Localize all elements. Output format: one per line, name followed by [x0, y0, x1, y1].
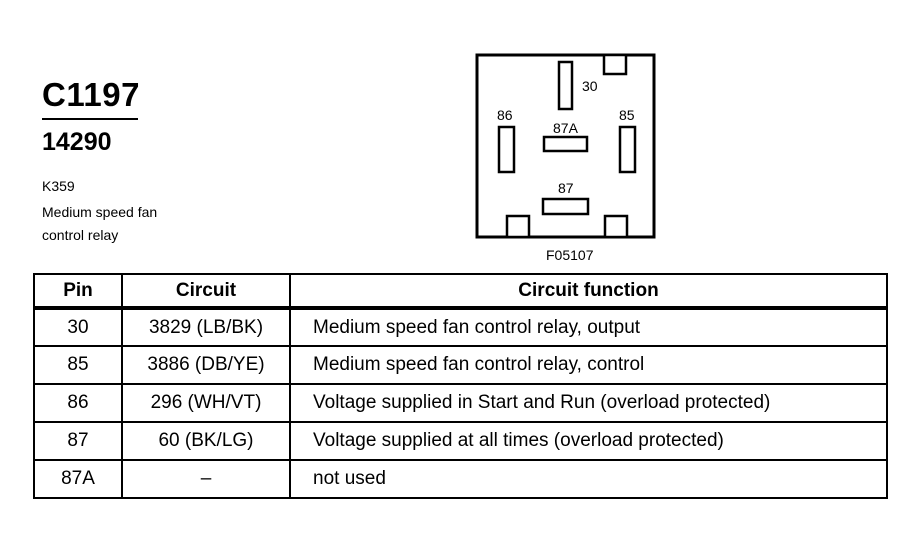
- cell-circuit: 296 (WH/VT): [121, 383, 291, 423]
- figure-reference: F05107: [546, 247, 594, 263]
- cell-function: Medium speed fan control relay, control: [289, 345, 888, 385]
- table-row: 85 3886 (DB/YE) Medium speed fan control…: [33, 345, 888, 385]
- connector-housing: [475, 53, 656, 239]
- header-circuit-function: Circuit function: [289, 273, 888, 310]
- table-header-row: Pin Circuit Circuit function: [33, 273, 888, 310]
- pin-label-87: 87: [558, 180, 574, 196]
- pin-label-87a: 87A: [553, 120, 579, 136]
- table-row: 87 60 (BK/LG) Voltage supplied at all ti…: [33, 421, 888, 461]
- connector-face-diagram: 30 86 87A 85 87: [475, 53, 656, 239]
- cell-circuit: 3829 (LB/BK): [121, 307, 291, 347]
- cell-circuit: 3886 (DB/YE): [121, 345, 291, 385]
- cell-function: Voltage supplied in Start and Run (overl…: [289, 383, 888, 423]
- table-row: 86 296 (WH/VT) Voltage supplied in Start…: [33, 383, 888, 423]
- header-pin: Pin: [33, 273, 123, 310]
- pin-label-86: 86: [497, 107, 513, 123]
- component-code: K359: [42, 178, 75, 194]
- terminal-87a: [542, 135, 589, 153]
- cell-pin: 86: [33, 383, 123, 423]
- cell-circuit: 60 (BK/LG): [121, 421, 291, 461]
- cell-function: not used: [289, 459, 888, 499]
- terminal-30: [557, 60, 574, 111]
- cell-pin: 85: [33, 345, 123, 385]
- cell-pin: 30: [33, 307, 123, 347]
- table-row: 30 3829 (LB/BK) Medium speed fan control…: [33, 307, 888, 347]
- header-circuit: Circuit: [121, 273, 291, 310]
- pinout-table: Pin Circuit Circuit function 30 3829 (LB…: [33, 273, 888, 499]
- connector-id: C1197: [42, 76, 140, 113]
- cell-function: Voltage supplied at all times (overload …: [289, 421, 888, 461]
- housing-notch-bottom-left: [505, 214, 531, 239]
- component-description: Medium speed fan control relay: [42, 204, 158, 243]
- pin-label-85: 85: [619, 107, 635, 123]
- housing-notch-top-right: [602, 53, 628, 76]
- table-row: 87A – not used: [33, 459, 888, 499]
- housing-notch-bottom-right: [603, 214, 629, 239]
- cell-pin: 87A: [33, 459, 123, 499]
- part-number: 14290: [42, 128, 112, 156]
- cell-circuit: –: [121, 459, 291, 499]
- terminal-87: [541, 197, 590, 216]
- connector-id-underline: [42, 118, 138, 120]
- terminal-86: [497, 125, 516, 174]
- cell-pin: 87: [33, 421, 123, 461]
- cell-function: Medium speed fan control relay, output: [289, 307, 888, 347]
- terminal-85: [618, 125, 637, 174]
- pin-label-30: 30: [582, 78, 598, 94]
